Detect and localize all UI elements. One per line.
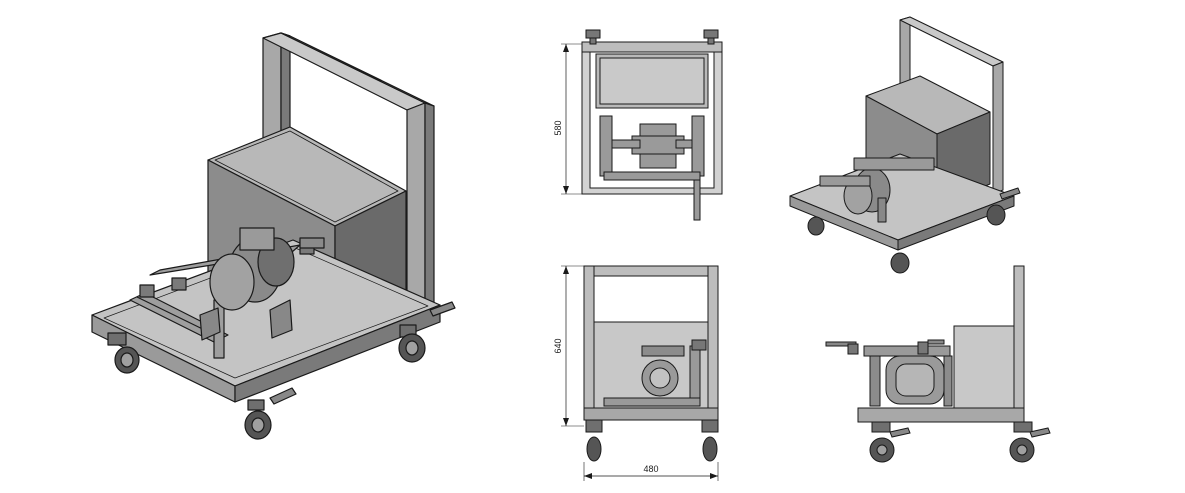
side-view-wheels bbox=[869, 421, 1051, 463]
dimension-front-width: 480 bbox=[643, 464, 658, 474]
front-view: 640 480 bbox=[553, 265, 719, 481]
small-wheels bbox=[807, 187, 1021, 274]
side-view-pump bbox=[825, 339, 953, 407]
front-view-width-dimension bbox=[583, 462, 719, 481]
front-view-wheels bbox=[585, 419, 719, 462]
top-view-handwheels bbox=[585, 29, 719, 45]
diaphragm-pump bbox=[199, 227, 325, 341]
wheel-back-right bbox=[398, 301, 456, 363]
top-view: 580 bbox=[553, 29, 723, 221]
top-view-dimension bbox=[561, 43, 582, 195]
side-view bbox=[825, 265, 1051, 463]
top-view-pump bbox=[599, 115, 705, 221]
front-view-height-dimension bbox=[561, 265, 584, 427]
dimension-front-height: 640 bbox=[553, 338, 563, 353]
platform-base bbox=[91, 239, 441, 403]
small-pump bbox=[819, 157, 935, 223]
wheel-front-left bbox=[107, 332, 140, 374]
side-view-frame bbox=[857, 265, 1025, 423]
caster-wheels bbox=[107, 301, 456, 440]
front-view-pump bbox=[603, 339, 707, 407]
dimension-top-height: 580 bbox=[553, 120, 563, 135]
isometric-view-small bbox=[789, 16, 1021, 274]
isometric-view-large bbox=[91, 32, 456, 440]
wheel-front-center bbox=[244, 387, 297, 440]
